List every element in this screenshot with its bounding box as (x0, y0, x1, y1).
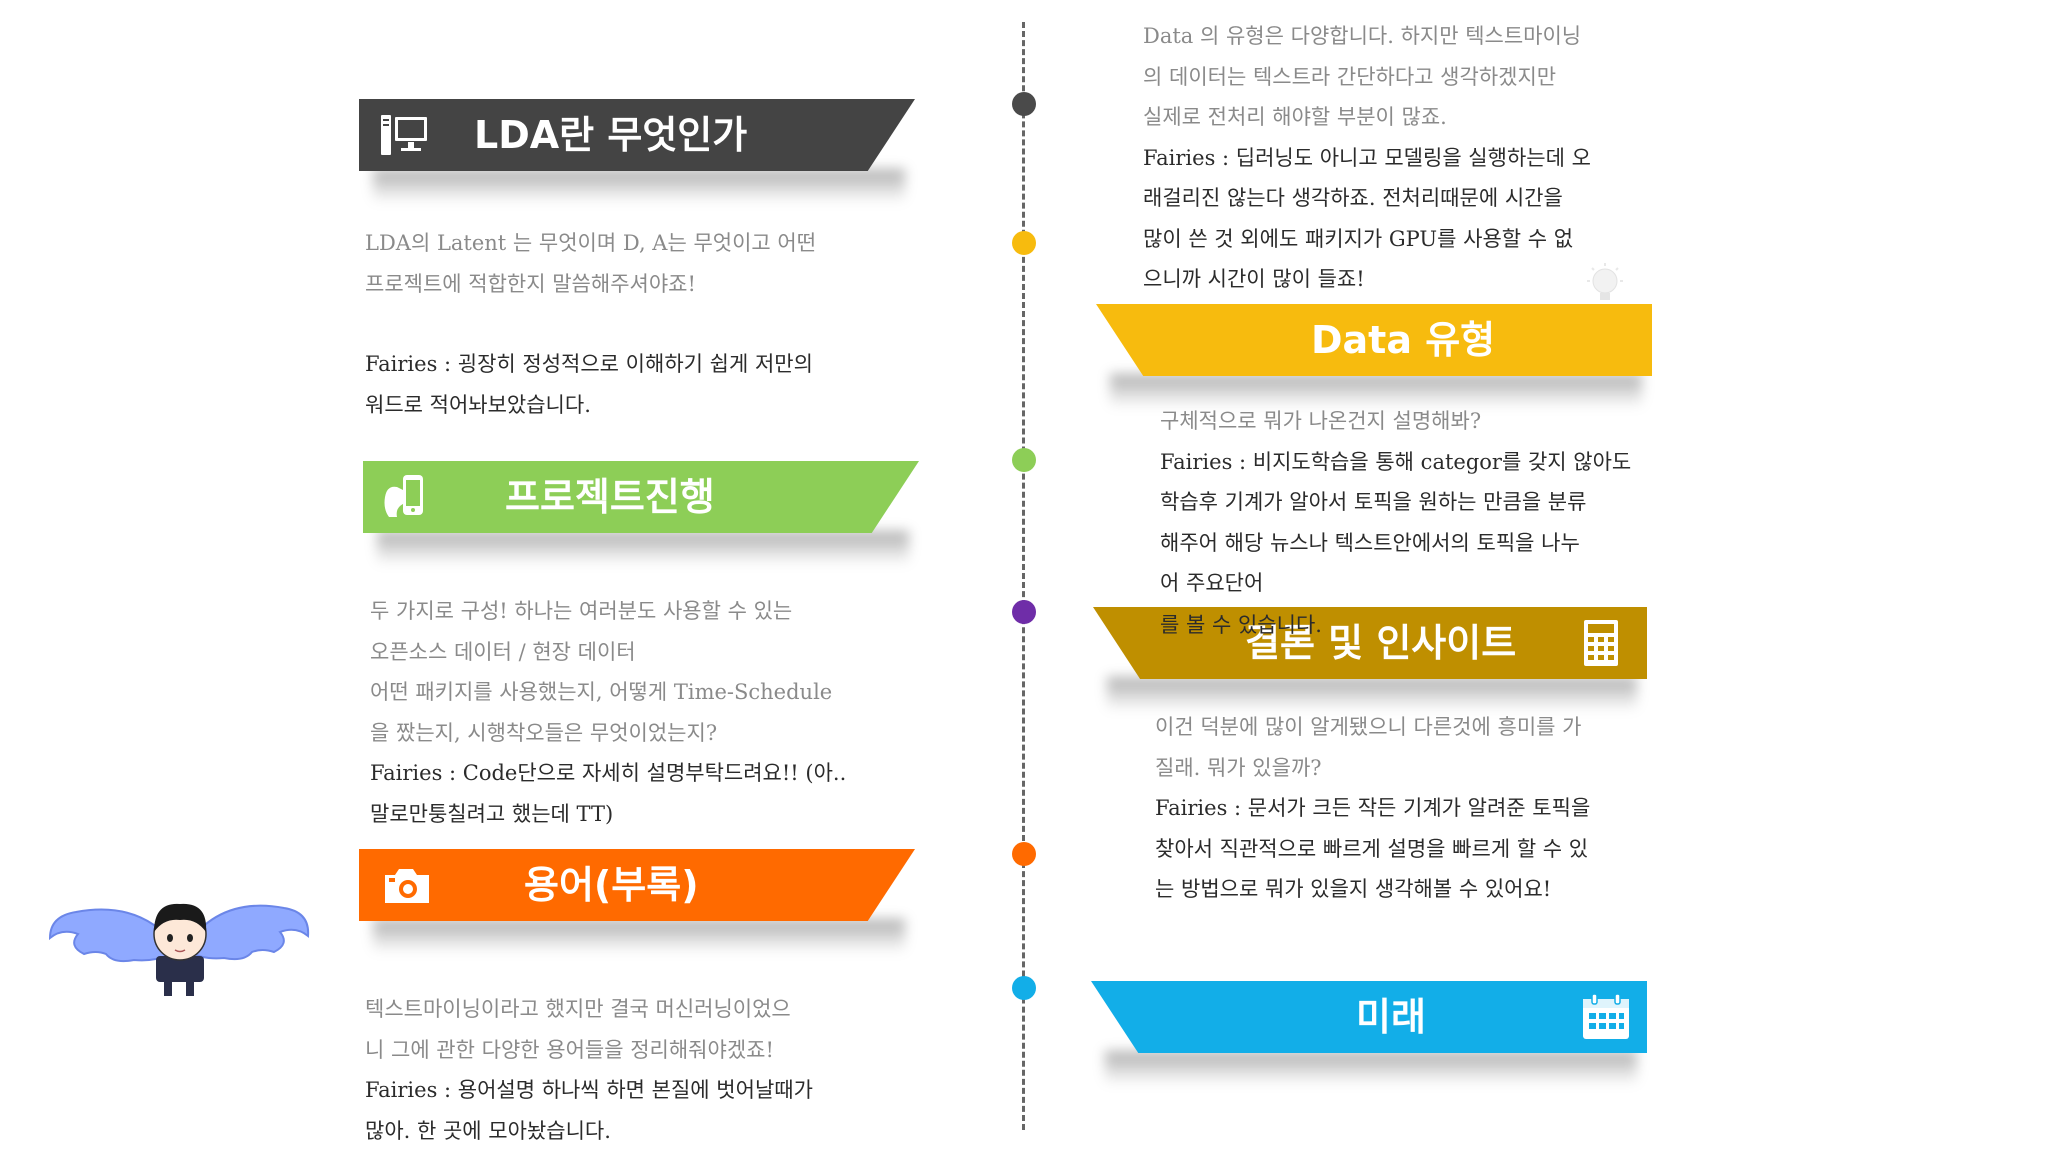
calculator-icon (1584, 620, 1618, 666)
data-line-4: Fairies : 딥러닝도 아니고 모델링을 실행하는데 오 (1143, 145, 1591, 170)
timeline-dot-purple (1012, 600, 1036, 624)
lightbulb-icon (1587, 263, 1623, 300)
terms-line-4: 많아. 한 곳에 모아놨습니다. (365, 1118, 611, 1143)
insight-line-4: 찾아서 직관적으로 빠르게 설명을 빠르게 할 수 있 (1155, 836, 1589, 861)
data-line-5: 래걸리진 않는다 생각하죠. 전처리때문에 시간을 (1143, 186, 1563, 210)
insight-line-5: 는 방법으로 뭐가 있을지 생각해볼 수 있어요! (1155, 877, 1552, 901)
result-line-6: 를 볼 수 있습니다. (1160, 613, 1322, 637)
terms-text-block: 텍스트마이닝이라고 했지만 결국 머신러닝이었으 니 그에 관한 다양한 용어들… (365, 989, 813, 1151)
data-line-6: 많이 쓴 것 외에도 패키지가 GPU를 사용할 수 없 (1143, 226, 1574, 251)
result-text-block: 구체적으로 뭐가 나온건지 설명해봐? Fairies : 비지도학습을 통해 … (1160, 401, 1631, 604)
project-line-2: 오픈소스 데이터 / 현장 데이터 (370, 639, 636, 664)
project-line-1: 두 가지로 구성! 하나는 여러분도 사용할 수 있는 (370, 599, 793, 623)
data-text-block: Data 의 유형은 다양합니다. 하지만 텍스트마이닝 의 데이터는 텍스트라… (1143, 16, 1591, 300)
result-line-3: 학습후 기계가 알아서 토픽을 원하는 만큼을 분류 (1160, 490, 1587, 514)
desktop-computer-icon (381, 115, 427, 155)
insight-title: 결론 및 인사이트 (1245, 621, 1517, 665)
lda-line-4: 워드로 적어놔보았습니다. (365, 392, 591, 417)
project-line-5: Fairies : Code단으로 자세히 설명부탁드려요!! (아.. (370, 761, 847, 785)
hand-smartphone-icon (384, 475, 423, 517)
lda-ribbon: LDA란 무엇인가 (359, 99, 915, 203)
result-line-1: 구체적으로 뭐가 나온건지 설명해봐? (1160, 409, 1482, 433)
insight-line-2: 질래. 뭐가 있을까? (1155, 755, 1322, 780)
timeline-dot-blue (1012, 976, 1036, 1000)
project-line-6: 말로만퉁칠려고 했는데 TT) (370, 801, 614, 826)
data-line-7: 으니까 시간이 많이 들죠! (1143, 267, 1365, 291)
data-ribbon: Data 유형 (1096, 304, 1652, 408)
result-overlap-text: 를 볼 수 있습니다. (1160, 605, 1322, 646)
insight-ribbon: 결론 및 인사이트 (1093, 607, 1647, 711)
insight-text-block: 이건 덕분에 많이 알게됐으니 다른것에 흥미를 가 질래. 뭐가 있을까? F… (1155, 707, 1590, 910)
timeline-axis (1022, 22, 1025, 1130)
lda-title: LDA란 무엇인가 (474, 113, 748, 157)
lda-line-3: Fairies : 굉장히 정성적으로 이해하기 쉽게 저만의 (365, 352, 813, 376)
timeline-dot-green (1012, 448, 1036, 472)
data-line-1: Data 의 유형은 다양합니다. 하지만 텍스트마이닝 (1143, 24, 1582, 48)
calendar-icon (1583, 993, 1629, 1039)
terms-ribbon: 용어(부록) (359, 849, 915, 953)
insight-line-3: Fairies : 문서가 크든 작든 기계가 알려준 토픽을 (1155, 796, 1591, 820)
terms-line-3: Fairies : 용어설명 하나씩 하면 본질에 벗어날때가 (365, 1078, 813, 1102)
terms-line-1: 텍스트마이닝이라고 했지만 결국 머신러닝이었으 (365, 997, 791, 1021)
project-title: 프로젝트진행 (505, 475, 715, 519)
data-title: Data 유형 (1311, 318, 1496, 362)
future-ribbon: 미래 (1091, 981, 1647, 1085)
terms-line-2: 니 그에 관한 다양한 용어들을 정리해줘야겠죠! (365, 1037, 774, 1062)
timeline-dot-dark (1012, 92, 1036, 116)
result-line-5: 어 주요단어 (1160, 571, 1264, 595)
project-ribbon: 프로젝트진행 (363, 461, 919, 565)
data-line-2: 의 데이터는 텍스트라 간단하다고 생각하겠지만 (1143, 64, 1557, 89)
winged-character-icon (48, 903, 310, 996)
lda-text-block: LDA의 Latent 는 무엇이며 D, A는 무엇이고 어떤 프로젝트에 적… (365, 223, 816, 425)
data-line-3: 실제로 전처리 해야할 부분이 많죠. (1143, 105, 1447, 129)
project-line-3: 어떤 패키지를 사용했는지, 어떻게 Time-Schedule (370, 680, 833, 704)
future-title: 미래 (1356, 995, 1426, 1039)
project-line-4: 을 짰는지, 시행착오들은 무엇이었는지? (370, 720, 718, 745)
result-line-2: Fairies : 비지도학습을 통해 categor를 갖지 않아도 (1160, 449, 1632, 474)
result-line-4: 해주어 해당 뉴스나 텍스트안에서의 토픽을 나누 (1160, 530, 1580, 555)
insight-line-1: 이건 덕분에 많이 알게됐으니 다른것에 흥미를 가 (1155, 715, 1582, 739)
camera-icon (385, 869, 429, 903)
lda-line-1: LDA의 Latent 는 무엇이며 D, A는 무엇이고 어떤 (365, 231, 817, 255)
timeline-dot-orange (1012, 842, 1036, 866)
terms-title: 용어(부록) (524, 863, 699, 907)
timeline-dot-yellow (1012, 231, 1036, 255)
lda-line-2: 프로젝트에 적합한지 말씀해주셔야죠! (365, 271, 696, 296)
project-text-block: 두 가지로 구성! 하나는 여러분도 사용할 수 있는 오픈소스 데이터 / 현… (370, 591, 846, 834)
